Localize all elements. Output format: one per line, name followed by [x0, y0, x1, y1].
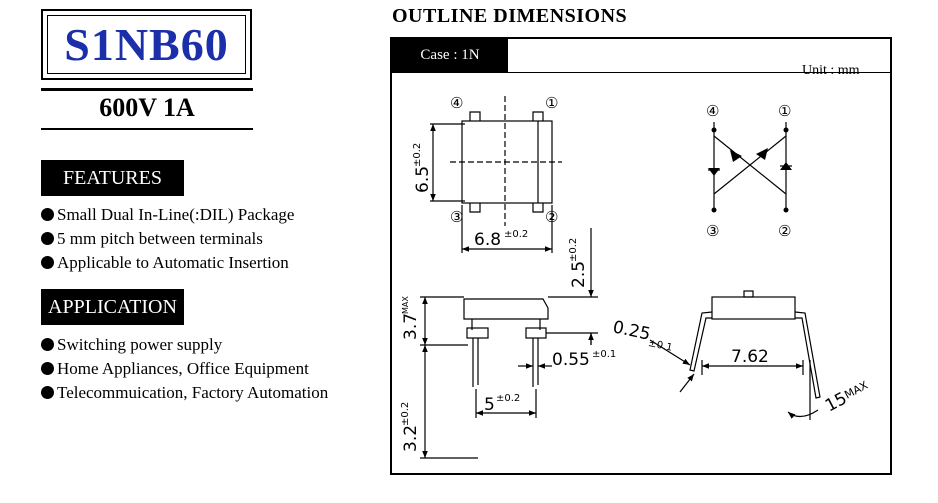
bridge-schematic: [708, 122, 792, 210]
dim-standoff: 2.5: [569, 261, 589, 288]
dim-standoff-tol: ±0.2: [568, 238, 579, 262]
outline-frame: [390, 37, 892, 475]
dim-total-height: 3.7: [401, 313, 421, 340]
divider: [41, 88, 253, 91]
dim-body-height-tol: ±0.2: [412, 143, 423, 167]
bullet-icon: [41, 338, 54, 351]
application-item: Switching power supply: [41, 333, 222, 357]
part-number-frame: S1NB60: [47, 15, 246, 74]
case-label: Case : 1N: [392, 39, 508, 72]
package-end-view: [649, 290, 821, 420]
application-item: Telecommuication, Factory Automation: [41, 381, 328, 405]
diode-icon: [708, 168, 720, 176]
outline-title: OUTLINE DIMENSIONS: [392, 5, 628, 27]
application-heading: APPLICATION: [41, 289, 184, 325]
feature-item: Applicable to Automatic Insertion: [41, 251, 289, 275]
dim-body-width: 6.8: [474, 230, 501, 250]
bullet-icon: [41, 386, 54, 399]
pin-label: ④: [706, 102, 719, 120]
package-top-view: [430, 96, 562, 253]
diode-icon: [780, 162, 792, 170]
bullet-icon: [41, 232, 54, 245]
unit-label: Unit : mm: [802, 63, 860, 78]
dim-lead-width-tol: ±0.1: [592, 349, 616, 360]
bullet-icon: [41, 362, 54, 375]
divider: [392, 72, 890, 73]
dim-row-spacing: 7.62: [731, 347, 769, 367]
pin-label: ④: [450, 94, 463, 112]
diode-icon: [730, 150, 742, 162]
terminal-icon: [783, 127, 789, 133]
divider: [41, 128, 253, 130]
diode-icons: [708, 127, 792, 213]
dim-lead-thickness-tol: ±0.1: [647, 338, 673, 354]
rating: 600V 1A: [99, 93, 195, 122]
dim-total-height-tol: MAX: [401, 296, 410, 314]
pin-label: ③: [450, 208, 463, 226]
pin-label: ③: [706, 222, 719, 240]
features-heading: FEATURES: [41, 160, 184, 196]
terminal-icon: [711, 127, 717, 133]
dim-pitch: 5: [484, 395, 495, 415]
dim-lead-angle-tol: MAX: [842, 378, 870, 401]
application-item: Home Appliances, Office Equipment: [41, 357, 309, 381]
part-number: S1NB60: [64, 18, 229, 70]
dim-pitch-tol: ±0.2: [496, 393, 520, 404]
bullet-icon: [41, 208, 54, 221]
dim-lead-width: 0.55: [552, 350, 590, 370]
dim-body-width-tol: ±0.2: [504, 229, 528, 240]
pin-label: ②: [778, 222, 791, 240]
package-side-view: [420, 228, 598, 459]
diode-icon: [756, 148, 768, 160]
pin-label: ①: [778, 102, 791, 120]
pin-label: ①: [545, 94, 558, 112]
feature-item: Small Dual In-Line(:DIL) Package: [41, 203, 294, 227]
part-number-box: S1NB60: [41, 9, 252, 80]
terminal-icon: [711, 207, 717, 213]
pin-label: ②: [545, 208, 558, 226]
terminal-icon: [783, 207, 789, 213]
dim-lead-length-tol: ±0.2: [400, 402, 411, 426]
dim-lead-thickness: 0.25: [611, 317, 652, 344]
bullet-icon: [41, 256, 54, 269]
feature-item: 5 mm pitch between terminals: [41, 227, 263, 251]
dim-lead-length: 3.2: [401, 425, 421, 452]
dim-body-height: 6.5: [413, 166, 433, 193]
